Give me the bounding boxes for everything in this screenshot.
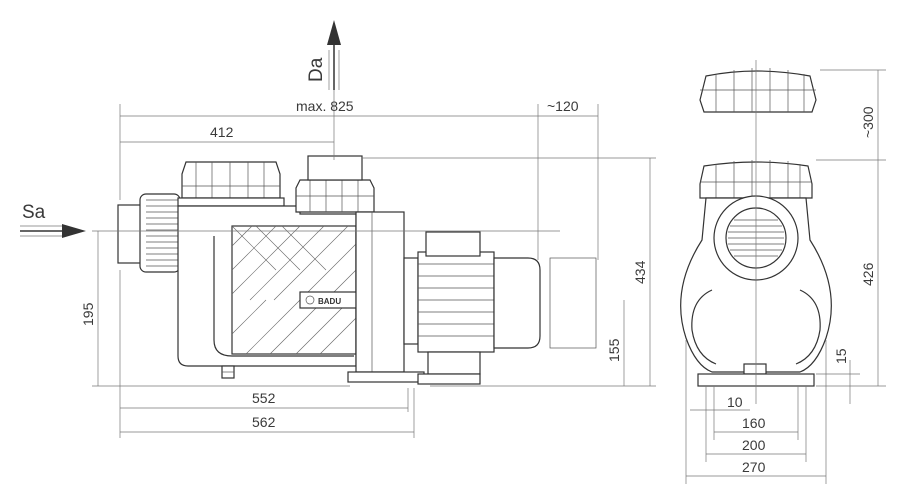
inlet-nozzle [117, 193, 181, 273]
lid-removed [699, 68, 817, 113]
dim-hole-offset-value: 10 [727, 394, 743, 410]
dim-motor-clearance-value: ~120 [547, 98, 579, 114]
dim-overall-height-value: 434 [632, 260, 648, 284]
motor [403, 231, 541, 385]
dim-total-width: 270 [685, 340, 827, 484]
strainer-lid [177, 161, 285, 207]
dim-base-thickness-value: 15 [833, 348, 849, 364]
dim-base-562: 562 [120, 388, 415, 438]
dim-overall-height: 434 [362, 157, 656, 387]
inlet-label: Sa [22, 202, 46, 223]
dim-total-width-value: 270 [742, 459, 766, 475]
inlet-arrow: Sa [20, 202, 86, 238]
dim-cover-clearance: ~300 [816, 69, 886, 161]
dim-base-552: 552 [119, 270, 409, 438]
dim-hole-spacing: 160 [714, 386, 799, 440]
side-view: ~300 426 15 10 160 [680, 60, 886, 484]
dim-foot-height: 155 [606, 300, 625, 386]
brand-logo: BADU [318, 297, 341, 306]
dim-side-height: 426 [816, 160, 886, 387]
dim-max-length: max. 825 [119, 98, 539, 260]
motor-flange [347, 211, 425, 383]
dim-hole-spacing-value: 160 [742, 415, 766, 431]
outlet-label: Da [306, 57, 327, 82]
dim-foot-height-value: 155 [606, 338, 622, 362]
dim-motor-clearance: ~120 [538, 98, 599, 260]
front-view: BADU [20, 20, 656, 438]
outlet-arrow: Da [306, 20, 341, 90]
dim-side-height-value: 426 [860, 262, 876, 286]
motor-clearance-outline [549, 257, 597, 349]
dim-inlet-outlet-value: 412 [210, 124, 234, 140]
dim-base-thickness: 15 [816, 348, 860, 404]
pump-body: BADU [177, 205, 357, 379]
dim-base-552-value: 552 [252, 390, 276, 406]
dim-foot-spacing-value: 200 [742, 437, 766, 453]
dim-inlet-outlet: 412 [120, 124, 334, 143]
dim-max-length-value: max. 825 [296, 98, 354, 114]
outlet-lid [295, 155, 375, 213]
dim-cover-clearance-value: ~300 [860, 106, 876, 138]
dim-hole-offset: 10 [690, 386, 750, 440]
dim-base-562-value: 562 [252, 414, 276, 430]
dim-foot-spacing: 200 [705, 386, 807, 462]
dim-inlet-height-value: 195 [80, 302, 96, 326]
dim-inlet-height: 195 [80, 231, 350, 387]
